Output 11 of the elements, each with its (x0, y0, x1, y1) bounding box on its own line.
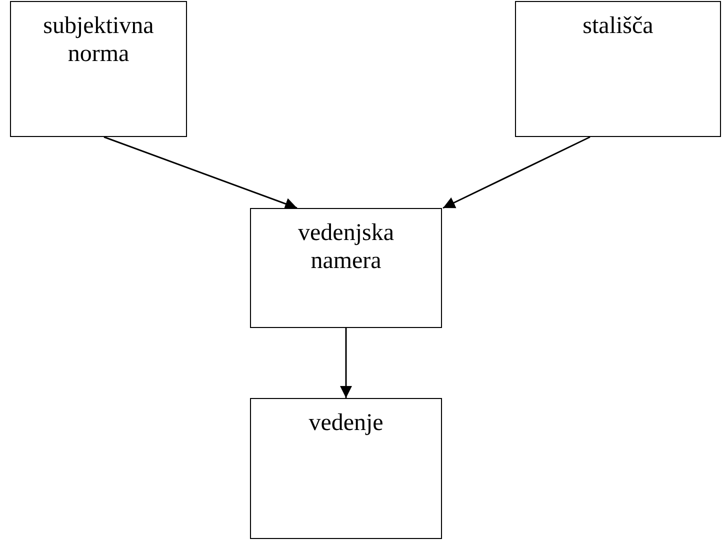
arrow (442, 136, 590, 209)
process-box (250, 398, 442, 539)
arrow (104, 136, 298, 210)
box-label: subjektivna norma (42, 12, 155, 68)
box-label: vedenje (308, 409, 384, 437)
process-box (250, 208, 442, 328)
box-label: vedenjska namera (297, 219, 395, 275)
process-box (10, 1, 187, 137)
arrow (340, 328, 352, 398)
box-label: stališča (582, 12, 654, 40)
process-box (515, 1, 721, 137)
